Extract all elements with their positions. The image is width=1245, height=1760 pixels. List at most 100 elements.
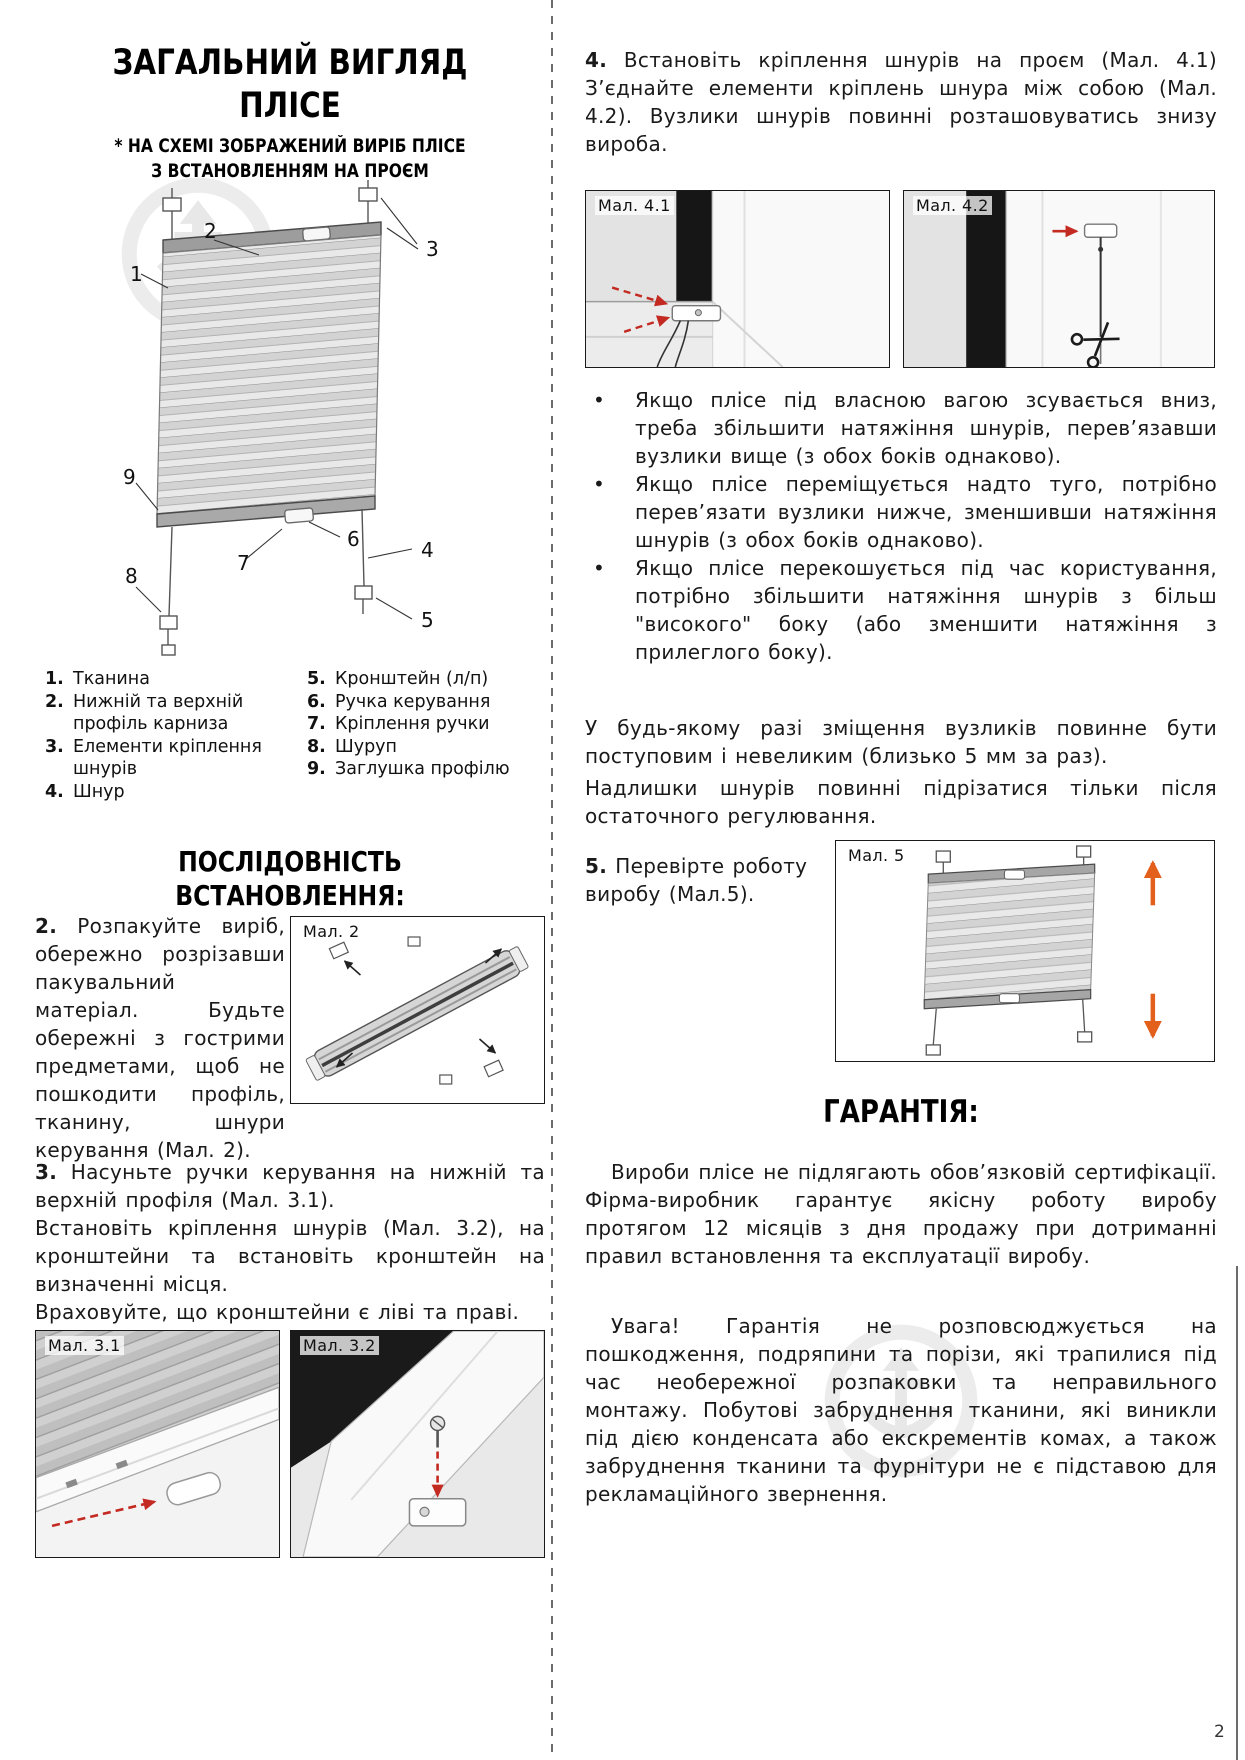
figure-4-1: Мал. 4.1 (585, 190, 890, 368)
callout-4: 4 (421, 538, 434, 562)
adjustment-notes: У будь-якому разі зміщення вузликів пови… (585, 714, 1217, 834)
step-2-number: 2. (35, 914, 58, 938)
cords-and-brackets (159, 508, 373, 656)
figure-2-label: Мал. 2 (300, 922, 363, 941)
step-3-number: 3. (35, 1160, 58, 1184)
callout-8: 8 (125, 564, 138, 588)
window-glass (676, 191, 713, 302)
cords (925, 998, 1093, 1056)
scissors-icon (1070, 321, 1120, 367)
top-clips (162, 180, 378, 240)
page-title-line1: ЗАГАЛЬНИЙ ВИГЛЯД (112, 43, 468, 83)
legend-item: 7.Кріплення ручки (307, 714, 490, 734)
warranty-paragraph-1: Вироби плісе не підлягають обов’язковій … (585, 1160, 1217, 1268)
cord (656, 320, 682, 367)
callout-3: 3 (426, 237, 439, 261)
pleated-blind-diagram: 1 2 3 4 5 6 7 8 9 (123, 180, 439, 656)
red-dashed-arrow (611, 286, 669, 307)
page-subtitle-line2: З ВСТАНОВЛЕННЯМ НА ПРОЄМ (151, 161, 429, 182)
watermark-logo (815, 1315, 987, 1487)
column-divider (551, 0, 553, 1760)
callout-numbers: 1 2 3 4 5 6 7 8 9 (123, 219, 439, 632)
page-number: 2 (1214, 1722, 1225, 1742)
bullet-marker: • (593, 388, 606, 412)
callout-1: 1 (130, 262, 143, 286)
unpack-arrows (335, 948, 503, 1068)
step-4-paragraph: 4. Встановіть кріплення шнурів на проєм … (585, 46, 1217, 158)
callout-6: 6 (347, 527, 360, 551)
step-4-text: Встановіть кріплення шнурів на проєм (Ма… (585, 48, 1217, 156)
window-frame (712, 191, 889, 367)
section-heading-sequence: ПОСЛІДОВНІСТЬ ВСТАНОВЛЕННЯ: (175, 845, 405, 912)
legend-item: 9.Заглушка профілю (307, 759, 510, 779)
bottom-handle (284, 507, 314, 524)
window-frame (302, 1331, 544, 1557)
step-5-text: Перевірте роботу виробу (Мал.5). (585, 854, 808, 906)
figure-2-image (305, 936, 529, 1085)
step-3-block: 3. Насуньте ручки керування на нижній та… (35, 1158, 545, 1326)
legend-item: 1.Тканина (45, 669, 150, 689)
figure-4-1-label: Мал. 4.1 (595, 196, 674, 215)
callout-5: 5 (421, 608, 434, 632)
figure-2: Мал. 2 (290, 916, 545, 1104)
step-5-number: 5. (585, 854, 608, 878)
figure-3-2: Мал. 3.2 (290, 1330, 545, 1558)
step-2-paragraph: 2. Розпакуйте виріб, обережно розрізавши… (35, 912, 285, 1164)
rolled-product (305, 946, 529, 1081)
callout-9: 9 (123, 465, 136, 489)
figure-3-2-image (291, 1331, 544, 1557)
figure-3-1: Мал. 3.1 (35, 1330, 280, 1558)
step-3-paragraph-2: Встановіть кріплення шнурів (Мал. 3.2), … (35, 1216, 545, 1296)
legend-item: 2.Нижній та верхній профіль карниза (45, 691, 244, 735)
window-glass (966, 191, 1007, 367)
figure-3-1-label: Мал. 3.1 (45, 1336, 124, 1355)
figure-5-image (923, 845, 1162, 1056)
window-frame (1006, 191, 1214, 367)
legend-item: 6.Ручка керування (307, 691, 491, 712)
warranty-paragraph-2: Увага! Гарантія не розповсюджується на п… (585, 1314, 1217, 1506)
control-handle (166, 1471, 222, 1506)
loose-parts (328, 936, 504, 1085)
figure-4-2-image (904, 191, 1214, 367)
bullet-marker: • (593, 556, 606, 580)
note-paragraph-1: У будь-якому разі зміщення вузликів пови… (585, 716, 1217, 768)
page-subtitle-line1: * НА СХЕМІ ЗОБРАЖЕНИЙ ВИРІБ ПЛІСЕ (114, 136, 466, 157)
callout-leaders (135, 197, 419, 620)
step-5-paragraph: 5. Перевірте роботу виробу (Мал.5). (585, 852, 830, 908)
cord-fastener (1083, 223, 1118, 238)
legend-column-2: 5.Кронштейн (л/п) 6.Ручка керування 7.Кр… (307, 668, 545, 803)
step-2-text: Розпакуйте виріб, обережно розрізавши па… (35, 914, 285, 1162)
figure-3-2-label: Мал. 3.2 (300, 1336, 379, 1355)
legend-item: 4.Шнур (45, 781, 125, 802)
figure-3-1-image (36, 1331, 279, 1557)
warranty-heading: ГАРАНТІЯ: (823, 1094, 979, 1130)
fabric-closeup (36, 1331, 279, 1478)
page-title-line2: ПЛІСЕ (239, 86, 341, 126)
note-paragraph-2: Надлишки шнурів повинні підрізатися тіль… (585, 776, 1217, 828)
step-3-paragraph-1: 3. Насуньте ручки керування на нижній та… (35, 1160, 545, 1212)
legend-column-1: 1.Тканина 2.Нижній та верхній профіль ка… (45, 668, 307, 803)
legend: 1.Тканина 2.Нижній та верхній профіль ка… (45, 668, 545, 803)
figure-5-label: Мал. 5 (845, 846, 908, 865)
figure-4-2: Мал. 4.2 (903, 190, 1215, 368)
step-4-number: 4. (585, 48, 608, 72)
callout-2: 2 (204, 219, 217, 243)
bullet-list: • Якщо плісе під власною вагою зсуваєтьс… (585, 386, 1217, 666)
legend-item: 8.Шуруп (307, 736, 397, 757)
red-dashed-arrow (51, 1498, 157, 1528)
bullet-item: • Якщо плісе переміщується надто туго, п… (585, 470, 1217, 554)
pleated-fabric (156, 234, 382, 515)
figure-5: Мал. 5 (835, 840, 1215, 1062)
pleated-fabric (923, 872, 1096, 1001)
overview-diagram: 1 2 3 4 5 6 7 8 9 (35, 178, 545, 664)
legend-item: 5.Кронштейн (л/п) (307, 669, 489, 689)
page-edge-line (1236, 1266, 1238, 1760)
figure-4-1-image (586, 191, 889, 367)
bullet-marker: • (593, 472, 606, 496)
figure-4-2-label: Мал. 4.2 (913, 196, 992, 215)
bullet-item: • Якщо плісе під власною вагою зсуваєтьс… (585, 386, 1217, 470)
window-glass (291, 1331, 454, 1468)
cord-bracket (408, 1497, 467, 1527)
step-3-paragraph-3: Враховуйте, що кронштейни є ліві та прав… (35, 1300, 520, 1324)
